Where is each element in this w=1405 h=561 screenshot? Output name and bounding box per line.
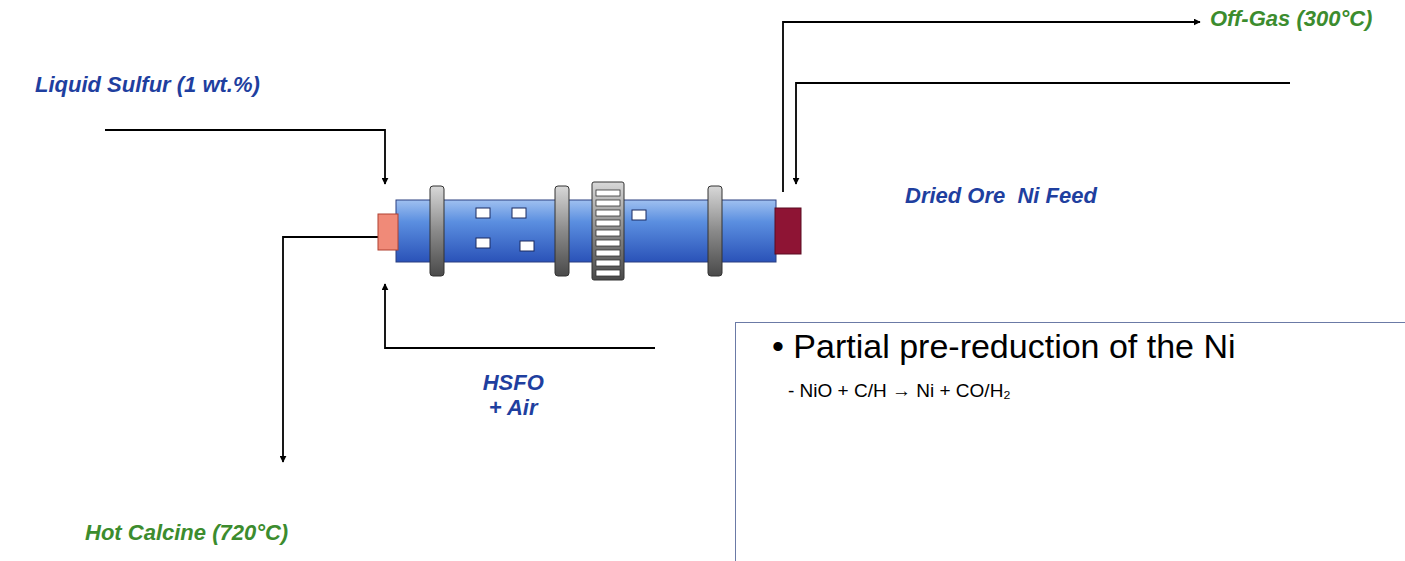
gear-tooth [596, 220, 620, 226]
product-label: Hot Calcine (720°C) [85, 520, 288, 545]
feed-label: Dried Ore Ni Feed [905, 183, 1097, 208]
rotary-kiln [378, 182, 801, 280]
offgas-label: Off-Gas (300°C) [1210, 6, 1372, 31]
gear-tooth [596, 240, 620, 246]
gear-tooth [596, 190, 620, 196]
gear-tooth [596, 250, 620, 256]
ore-feed-arrow [796, 83, 1290, 184]
calcine-arrow [283, 237, 378, 462]
gear-tooth [596, 210, 620, 216]
fuel-air-arrow [385, 284, 655, 348]
gear-tooth [596, 200, 620, 206]
bullet-text: • Partial pre-reduction of the Ni [772, 323, 1236, 366]
offgas-arrow [783, 22, 1200, 192]
gear-tooth [596, 260, 620, 266]
gear-tooth [596, 270, 620, 276]
feed-label: Liquid Sulfur (1 wt.%) [35, 72, 260, 97]
gear-tooth [596, 230, 620, 236]
sulfur-arrow [105, 130, 385, 184]
reaction-text: - NiO + C/H → Ni + CO/H₂ [788, 366, 1011, 402]
note-box: • Partial pre-reduction of the Ni- NiO +… [735, 322, 1405, 561]
fuel-label: HSFO + Air [478, 370, 548, 421]
